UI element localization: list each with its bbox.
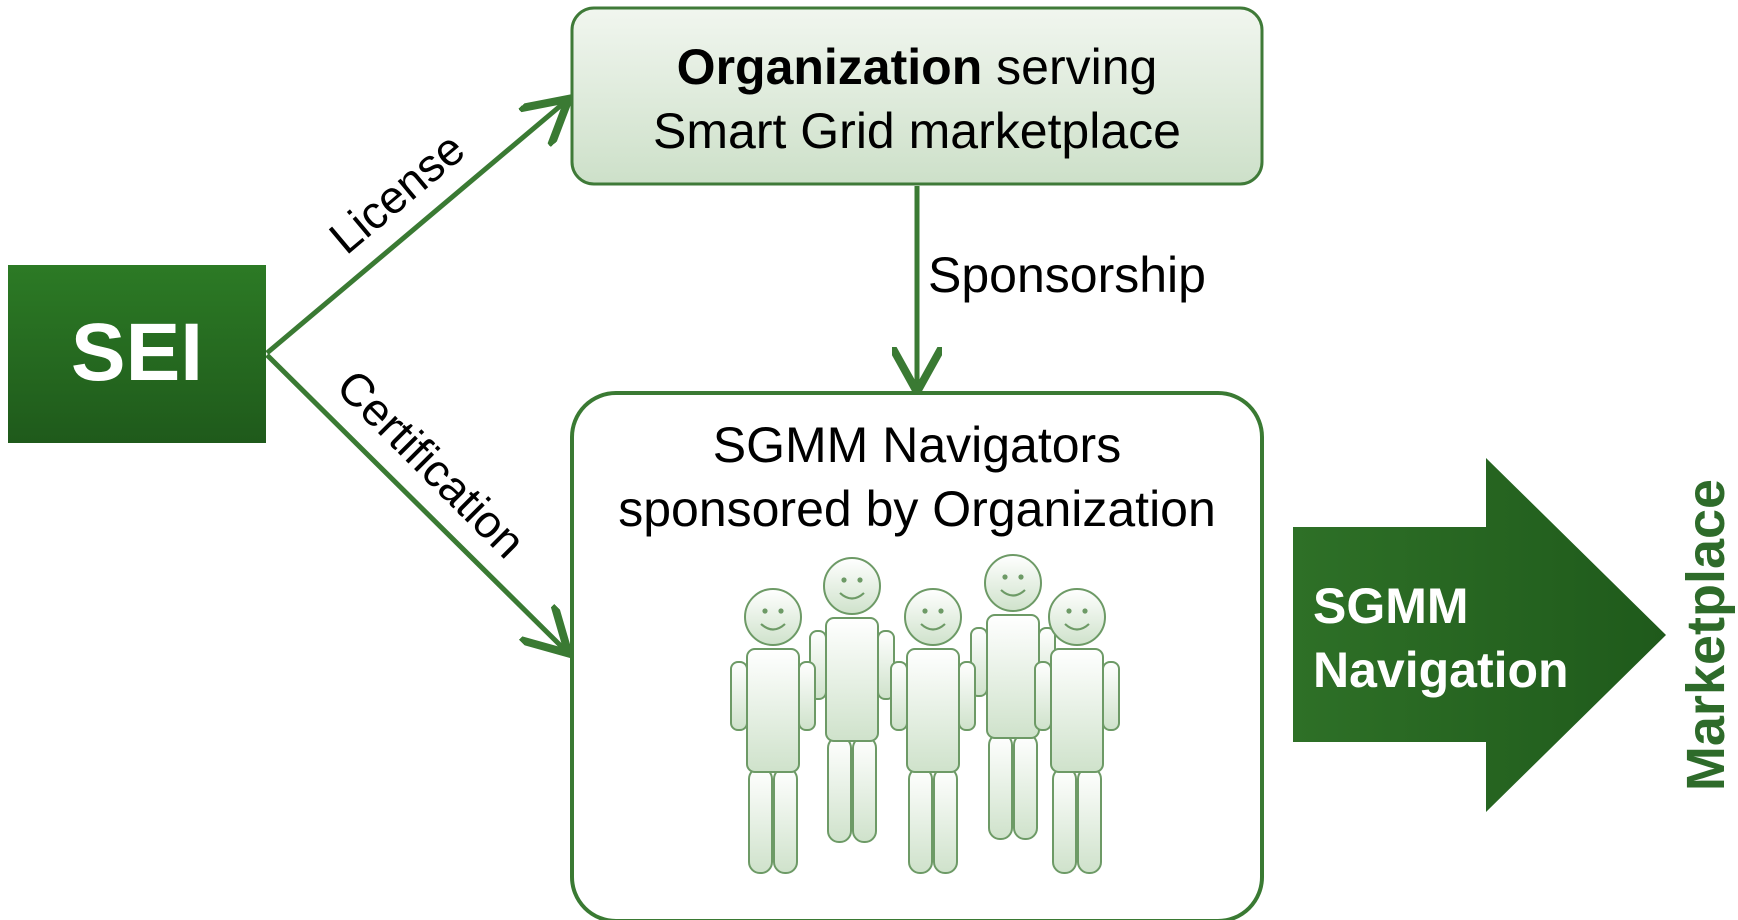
organization-rest: serving [982, 39, 1157, 95]
sei-label: SEI [71, 307, 203, 398]
navigation-line2: Navigation [1313, 642, 1569, 698]
organization-bold: Organization [677, 39, 983, 95]
organization-line2: Smart Grid marketplace [653, 103, 1181, 159]
marketplace-label: Marketplace [1676, 479, 1736, 791]
navigation-arrow: SGMM Navigation [1293, 458, 1666, 812]
organization-title: Organization serving [677, 39, 1158, 95]
certification-label: Certification [327, 359, 536, 568]
organization-box: Organization serving Smart Grid marketpl… [570, 6, 1264, 186]
license-arrow [265, 102, 565, 355]
sponsorship-label: Sponsorship [928, 247, 1206, 303]
navigators-line2: sponsored by Organization [618, 481, 1216, 537]
navigators-line1: SGMM Navigators [713, 417, 1121, 473]
navigators-box: SGMM Navigators sponsored by Organizatio… [570, 391, 1264, 920]
certification-arrow [265, 353, 565, 650]
navigation-line1: SGMM [1313, 578, 1469, 634]
navigator-group [729, 553, 1121, 875]
sei-box: SEI [8, 265, 266, 443]
